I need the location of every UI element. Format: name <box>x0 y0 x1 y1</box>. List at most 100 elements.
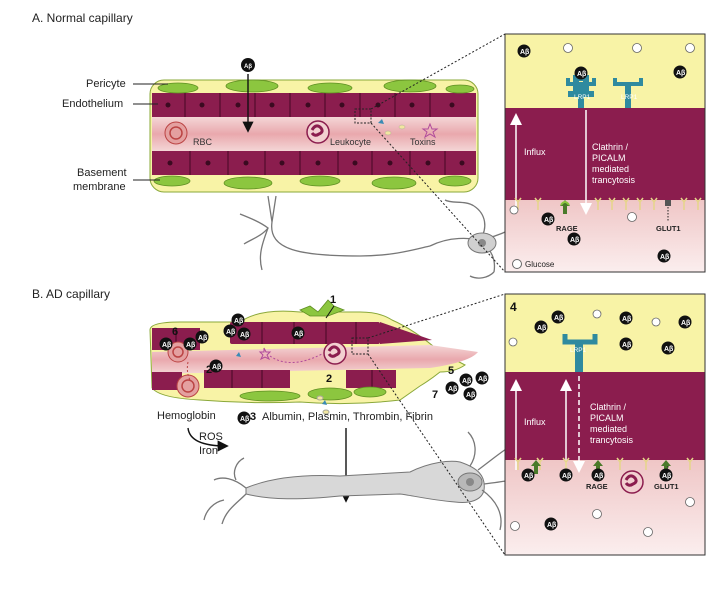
clathrin-label-b1: Clathrin / <box>590 402 627 412</box>
membrane-transporters-b <box>514 457 694 470</box>
pericyte-label: Pericyte <box>86 78 126 90</box>
ad-endothelium-bottom <box>152 370 396 390</box>
svg-text:Aβ: Aβ <box>544 217 554 224</box>
svg-text:Aβ: Aβ <box>294 331 304 338</box>
glucose-legend-icon <box>512 259 522 269</box>
svg-text:LRP1: LRP1 <box>570 347 587 354</box>
svg-text:Aβ: Aβ <box>537 325 547 332</box>
section-a-title: A. Normal capillary <box>32 11 133 25</box>
inset-leukocyte <box>620 470 644 494</box>
endothelium-label: Endothelium <box>62 98 123 110</box>
marker-7: 7 <box>432 389 438 401</box>
svg-text:LRP1: LRP1 <box>574 94 591 101</box>
lrp1-receptor-b: LRP1 <box>562 334 598 372</box>
ab-tissue-1: Aβ <box>541 212 555 226</box>
rbc-label: RBC <box>193 137 213 147</box>
marker-5: 5 <box>448 365 454 377</box>
svg-text:Aβ: Aβ <box>547 522 557 529</box>
svg-text:Aβ: Aβ <box>244 64 252 70</box>
svg-text:Aβ: Aβ <box>198 335 208 342</box>
ad-leukocyte <box>323 341 347 365</box>
svg-text:LRP1: LRP1 <box>621 94 638 101</box>
svg-text:Aβ: Aβ <box>186 342 196 349</box>
endothelium-bottom <box>152 151 476 175</box>
rage-label-b: RAGE <box>586 482 608 491</box>
marker-6: 6 <box>172 326 178 338</box>
ad-ab-deposits: Aβ Aβ Aβ Aβ Aβ Aβ Aβ Aβ Aβ Aβ Aβ Aβ Aβ <box>159 313 489 425</box>
endothelium-top <box>152 93 476 117</box>
glucose-label: Glucose <box>525 260 555 269</box>
svg-text:Aβ: Aβ <box>448 386 458 393</box>
clathrin-label-b2: PICALM <box>590 413 624 423</box>
svg-text:Aβ: Aβ <box>594 473 604 480</box>
section-b-title: B. AD capillary <box>32 287 110 301</box>
basement-label-2: membrane <box>73 181 126 193</box>
toxin-particles <box>378 119 439 139</box>
ros-iron-arrow <box>187 427 229 452</box>
marker-1: 1 <box>330 294 336 306</box>
ad-rbc <box>167 341 200 398</box>
clathrin-label-4: trancytosis <box>592 175 636 185</box>
svg-text:Aβ: Aβ <box>660 254 670 261</box>
marker-2b: 2 <box>326 373 332 385</box>
ab-lumen-1: Aβ <box>517 44 531 58</box>
leukocyte-cell <box>306 120 330 144</box>
svg-text:Aβ: Aβ <box>466 392 476 399</box>
clathrin-label-1: Clathrin / <box>592 142 629 152</box>
toxins-label: Toxins <box>410 137 436 147</box>
ab-lumen-2: Aβ <box>673 65 687 79</box>
svg-text:Aβ: Aβ <box>577 71 587 78</box>
ab-tissue-3: Aβ <box>657 249 671 263</box>
iron-label: Iron <box>199 445 218 457</box>
neuron-a <box>239 195 547 279</box>
svg-text:Aβ: Aβ <box>622 342 632 349</box>
zoom-region <box>354 108 372 124</box>
clathrin-label-b3: mediated <box>590 424 627 434</box>
svg-text:Aβ: Aβ <box>681 320 691 327</box>
svg-text:Aβ: Aβ <box>524 473 534 480</box>
influx-label: Influx <box>524 147 546 157</box>
membrane-transporters-a <box>514 197 702 210</box>
ros-label: ROS <box>199 431 223 443</box>
svg-text:Aβ: Aβ <box>478 376 488 383</box>
pericytes-top <box>157 79 475 94</box>
svg-text:Aβ: Aβ <box>562 473 572 480</box>
clathrin-label-3: mediated <box>592 164 629 174</box>
pericytes-bottom <box>153 175 472 190</box>
ad-zoom-region <box>351 337 369 355</box>
ab-entry: Aβ <box>241 58 255 133</box>
normal-capillary: RBC Leukocyte Toxins <box>149 79 479 193</box>
svg-text:Aβ: Aβ <box>570 237 580 244</box>
rbc-cell <box>164 121 188 145</box>
glut1-label-a: GLUT1 <box>656 224 681 233</box>
neuron-b <box>203 431 525 531</box>
svg-text:Aβ: Aβ <box>240 416 250 423</box>
rage-label-a: RAGE <box>556 224 578 233</box>
leukocyte-label: Leukocyte <box>330 137 371 147</box>
svg-text:Aβ: Aβ <box>462 378 472 385</box>
ad-capillary <box>149 299 478 415</box>
svg-text:Aβ: Aβ <box>226 329 236 336</box>
svg-text:Aβ: Aβ <box>162 342 172 349</box>
inset-a: LRP1 LRP1 Aβ Aβ Aβ Influx Clathrin / PIC… <box>504 33 706 273</box>
svg-text:Aβ: Aβ <box>520 49 530 56</box>
marker-2a: 2 <box>206 364 212 376</box>
basement-label-1: Basement <box>77 167 127 179</box>
svg-text:Aβ: Aβ <box>234 318 244 325</box>
lrp1-receptor-2: LRP1 <box>613 78 643 108</box>
svg-text:Aβ: Aβ <box>212 364 222 371</box>
ab-bound: Aβ <box>574 66 588 80</box>
ab-tissue-2: Aβ <box>567 232 581 246</box>
clathrin-label-2: PICALM <box>592 153 626 163</box>
plasma-proteins-label: Albumin, Plasmin, Thrombin, Fibrin <box>262 411 433 423</box>
svg-text:Aβ: Aβ <box>676 70 686 77</box>
svg-text:Aβ: Aβ <box>664 346 674 353</box>
marker-3: 3 <box>250 411 256 423</box>
svg-text:Aβ: Aβ <box>240 332 250 339</box>
svg-text:Aβ: Aβ <box>554 315 564 322</box>
glut1-label-b: GLUT1 <box>654 482 679 491</box>
rage-receptor-a <box>560 200 570 214</box>
marker-4: 4 <box>510 300 517 314</box>
inset-b: 4 LRP1 Aβ Aβ Aβ Aβ Aβ Aβ Influx Clathrin… <box>504 293 706 556</box>
influx-label-b: Influx <box>524 417 546 427</box>
